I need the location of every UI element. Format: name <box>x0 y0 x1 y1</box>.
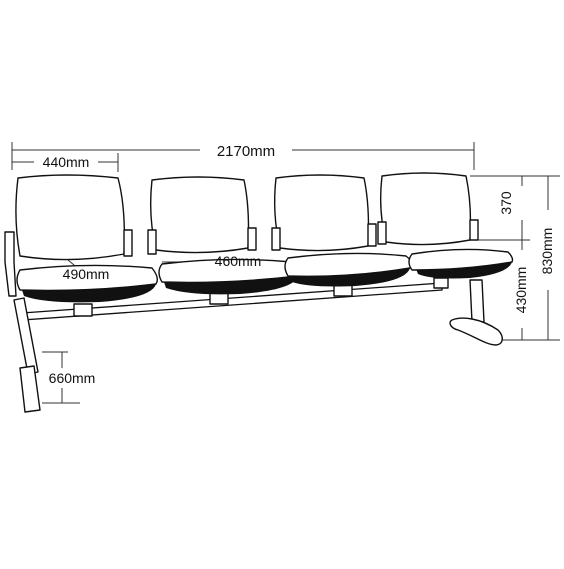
seat-width-label: 440mm <box>43 154 90 170</box>
dimension-labels: 2170mm 440mm 490mm 460mm 370 430mm 830mm… <box>43 143 555 386</box>
seat-1-cushion <box>16 264 159 292</box>
seat-2 <box>147 176 300 295</box>
seat-height-label: 430mm <box>513 267 529 314</box>
bench-frame <box>4 231 503 413</box>
seat-4-backrest <box>379 172 472 246</box>
seat-4-cushion <box>408 248 514 271</box>
seat-3 <box>271 174 413 287</box>
leg-depth-label: 660mm <box>49 370 96 386</box>
seat-1 <box>15 174 159 303</box>
seat-4 <box>377 172 514 279</box>
seat-3-backrest <box>273 174 370 252</box>
seat-pitch-label: 460mm <box>215 253 262 269</box>
seat-depth-label: 490mm <box>63 266 110 282</box>
overall-width-label: 2170mm <box>217 143 275 160</box>
overall-height-label: 830mm <box>539 228 555 275</box>
back-height-label: 370 <box>498 191 514 215</box>
seat-1-backrest <box>15 174 126 261</box>
seat-2-backrest <box>149 176 250 254</box>
